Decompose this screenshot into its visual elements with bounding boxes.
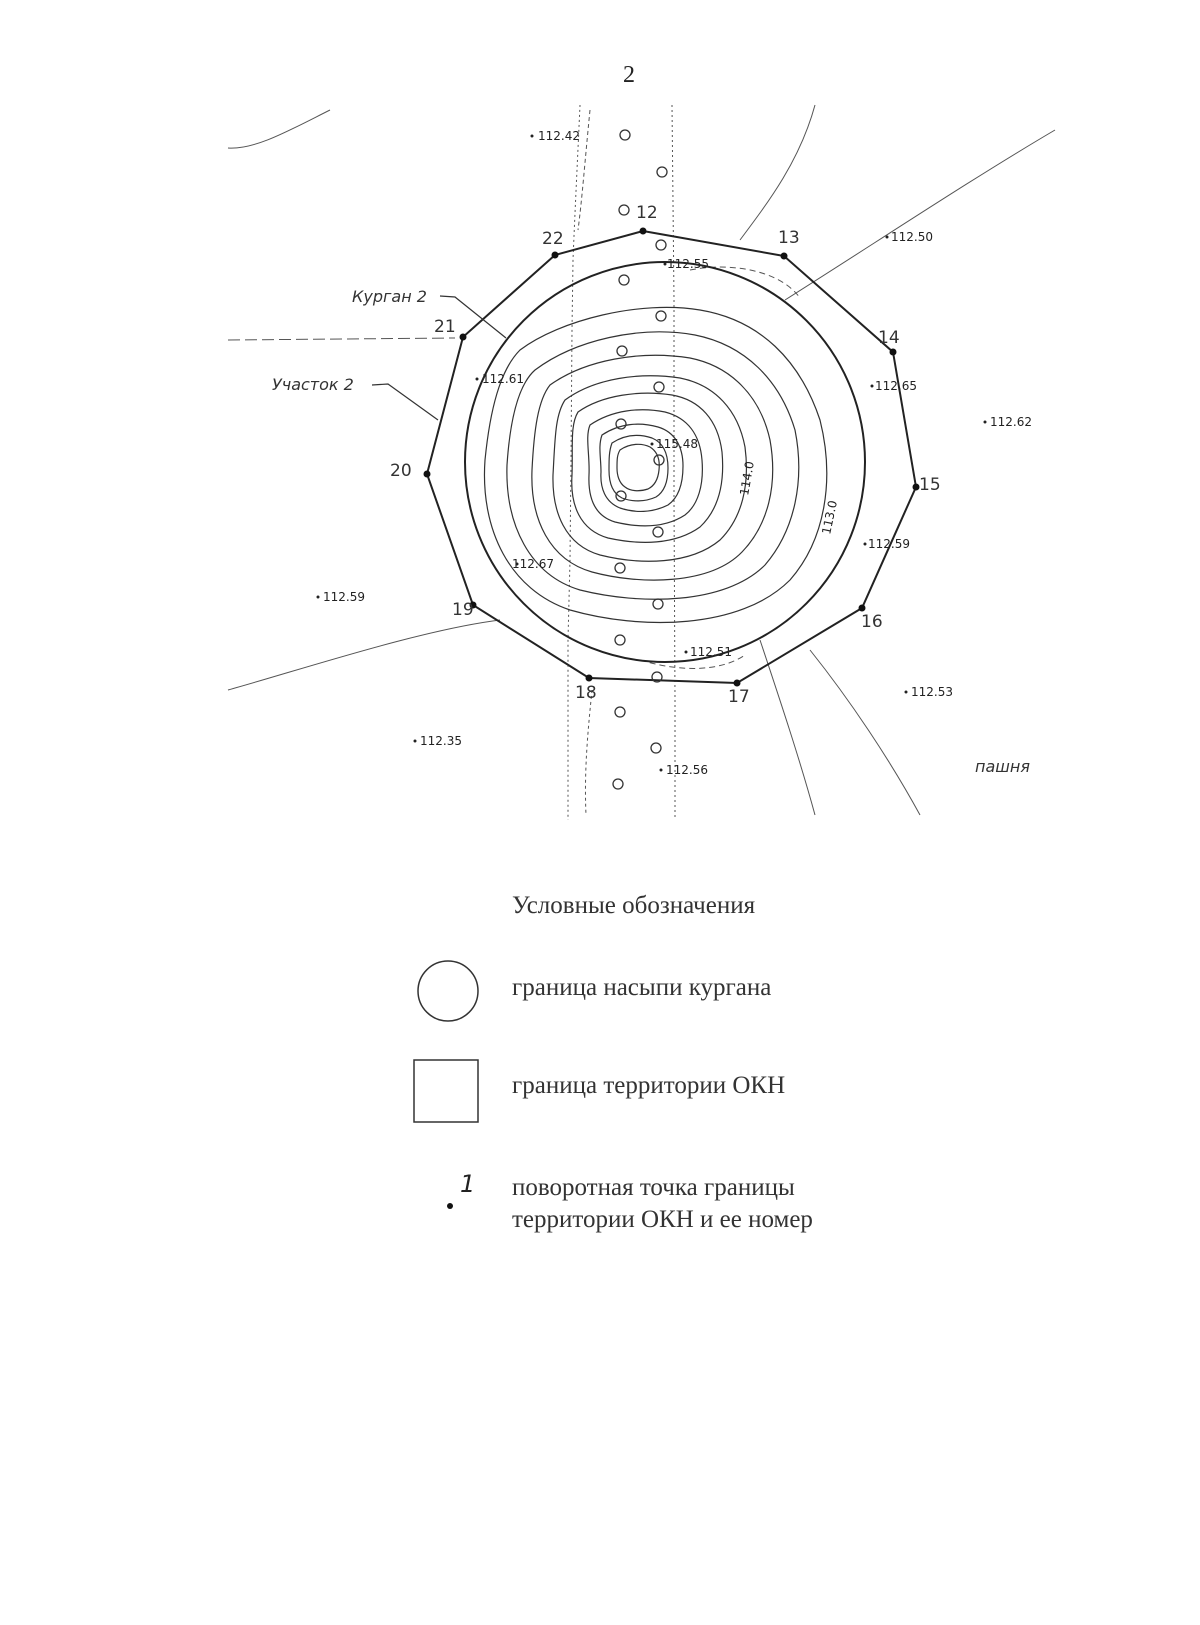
boundary-point-label-16: 16 [861,612,883,632]
terrain-line-inner-s [639,654,746,669]
boundary-point-label-20: 20 [390,461,412,481]
boundary-point-label-17: 17 [728,687,750,707]
elevation-label: 112.65 [875,379,917,393]
elevation-label: 112.50 [891,230,933,244]
legend-item-turning-point: поворотная точка границы территории ОКН … [512,1172,813,1236]
boundary-point-label-15: 15 [919,475,941,495]
elevation-label: 112.56 [666,763,708,777]
boundary-point-label-21: 21 [434,317,456,337]
legend-item-turning-point-line-1: поворотная точка границы [512,1174,795,1201]
terrain-line-nw [227,109,331,149]
pit-markers [612,129,668,790]
mound-boundary-circle [464,261,866,663]
elevation-label: 112.53 [911,685,953,699]
legend-point-icon: 1 [447,1170,475,1209]
boundary-point-label-13: 13 [778,228,800,248]
elevation-label: 112.55 [667,257,709,271]
boundary-point-label-19: 19 [452,600,474,620]
legend-item-territory-boundary: граница территории ОКН [512,1072,786,1099]
road-edge-right [671,104,676,820]
boundary-point-label-18: 18 [575,683,597,703]
elevation-label-top: 115.48 [656,437,698,451]
contour-label-113: 113.0 [819,499,840,536]
okn-territory-boundary [425,229,918,685]
terrain-line-s-2 [809,649,921,816]
elevation-label: 112.51 [690,645,732,659]
site-plan-map: 12 13 14 15 16 17 18 19 20 21 22 Курган … [227,104,1056,820]
terrain-line-sw [227,619,501,691]
terrain-line-s-1 [759,639,816,816]
mound-label-leader [439,295,507,339]
elevation-label: 112.62 [990,415,1032,429]
legend-item-turning-point-line-2: территории ОКН и ее номер [512,1206,813,1233]
legend-item-mound-boundary: граница насыпи кургана [512,974,772,1001]
elevation-label: 112.67 [512,557,554,571]
mound-contours [483,306,828,624]
plot-label-leader [371,383,439,421]
elevation-label: 112.59 [868,537,910,551]
road-edge-left [567,104,581,820]
elevation-label: 112.35 [420,734,462,748]
legend-square-icon [413,1059,479,1123]
field-boundary-left [577,109,591,231]
elevation-label: 112.61 [482,372,524,386]
land-use-label: пашня [975,757,1030,776]
boundary-point-label-12: 12 [636,203,658,223]
legend-circle-icon [417,960,479,1022]
boundary-point-label-14: 14 [878,328,900,348]
terrain-line-ne-1 [739,104,816,241]
terrain-line-w [227,337,456,341]
mound-label: Курган 2 [352,287,427,306]
boundary-point-label-22: 22 [542,229,564,249]
elevation-label: 112.59 [323,590,365,604]
legend-title: Условные обозначения [512,892,756,919]
terrain-line-inner-ne [689,266,801,299]
plot-label: Участок 2 [272,375,354,394]
page-number: 2 [623,62,635,88]
contour-label-114: 114.0 [737,460,757,496]
boundary-point-markers [423,227,920,687]
legend-point-number: 1 [460,1170,475,1198]
elevation-label: 112.42 [538,129,580,143]
field-boundary-left-2 [584,689,593,816]
terrain-line-ne-2 [784,129,1056,301]
